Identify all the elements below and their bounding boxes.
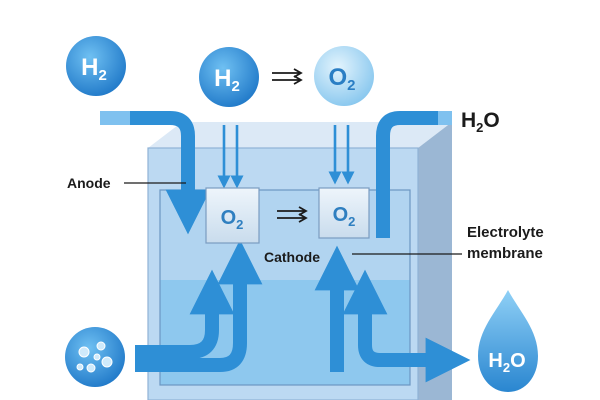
o2-bubble-right-circle — [314, 46, 374, 106]
lower-inlet-arrow-2 — [135, 239, 263, 372]
h2-bubble-center-circle — [199, 47, 259, 107]
tank-side-face — [418, 122, 452, 400]
anode-box-o2: O2 — [221, 207, 244, 232]
o2-bubble-right-label: O2 — [328, 64, 355, 94]
h2-bubble-left-circle — [66, 36, 126, 96]
h2o-outlet-label: H2O — [461, 109, 500, 135]
cathode-label: Cathode — [264, 249, 320, 265]
anode-inlet-pipe — [105, 111, 211, 235]
h2-bubble-left: H2 — [66, 36, 126, 96]
bubbles-icon — [65, 327, 125, 387]
reaction-arrow-icon — [272, 68, 303, 85]
anode-label: Anode — [67, 175, 111, 191]
electrolyte-label-line1: Electrolyte — [467, 224, 544, 241]
outlet-pipe — [376, 111, 445, 238]
lower-inlet-arrow-1 — [135, 269, 235, 359]
cathode-o2-box: O2 — [318, 187, 370, 239]
water-drop-icon: H2O — [478, 290, 538, 392]
h2-bubble-left-label: H2 — [81, 54, 107, 84]
inlet-pipe-end — [100, 111, 130, 125]
anode-o2-box: O2 — [205, 187, 260, 244]
feed-arrows — [217, 125, 355, 189]
flow-arrows — [105, 111, 471, 383]
cathode-box-o2: O2 — [333, 204, 356, 229]
h2o-drop-label: H2O — [488, 350, 525, 375]
o2-bubble-right: O2 — [314, 46, 374, 106]
outlet-pipe-end — [438, 111, 452, 125]
outlet-arrow-right — [358, 337, 471, 383]
tank-inner-outline — [159, 189, 411, 386]
electrolyte-label-line2: membrane — [467, 245, 543, 262]
inner-reaction-arrow-icon — [277, 206, 308, 223]
h2-bubble-center-label: H2 — [214, 65, 240, 95]
anode-box — [205, 187, 260, 244]
cathode-box — [318, 187, 370, 239]
tank-outline — [147, 147, 419, 400]
h2-bubble-center: H2 — [199, 47, 259, 107]
